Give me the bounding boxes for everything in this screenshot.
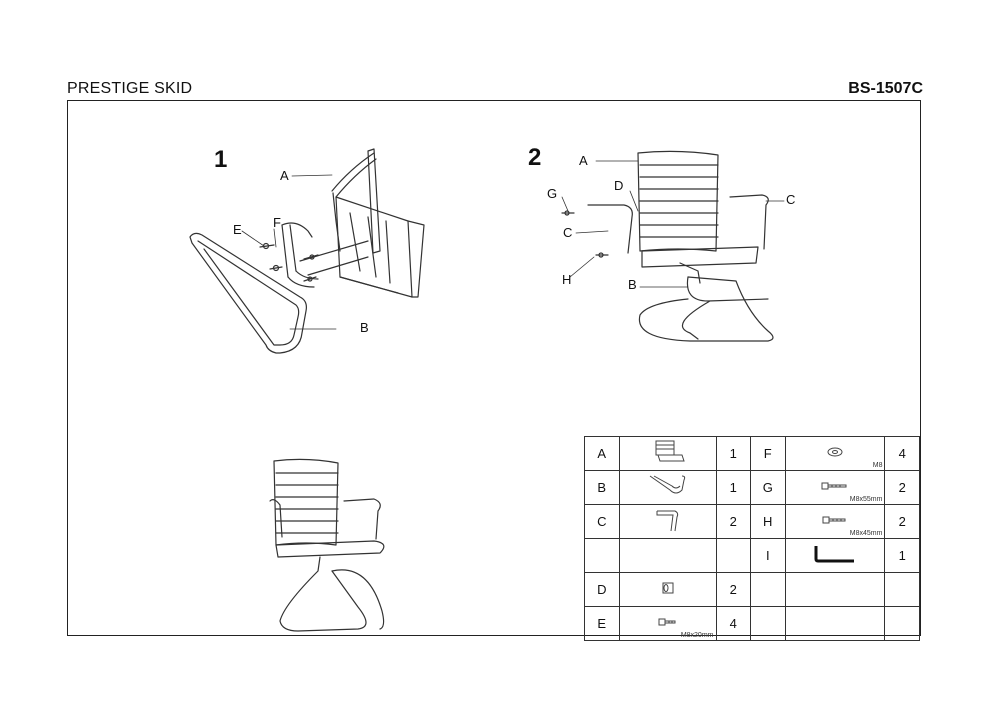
step-2-callout-c-left: C xyxy=(563,225,573,240)
step1-bolts-drawing xyxy=(259,242,319,282)
seat-backrest-icon xyxy=(655,440,685,462)
model-code: BS-1507C xyxy=(848,80,923,97)
part-quantity: 4 xyxy=(715,606,751,641)
part-image xyxy=(784,572,886,607)
step1-seat-assembly-drawing xyxy=(299,148,425,298)
parts-row: C 2 H M8x45mm 2 xyxy=(584,504,920,539)
step-2-callout-c-right: C xyxy=(786,192,796,207)
part-letter: H xyxy=(749,504,786,539)
parts-list-table: A 1 F M8 4 B 1 G M8x55mm 2 xyxy=(584,436,920,641)
part-letter: A xyxy=(584,436,620,471)
part-letter: I xyxy=(749,538,786,573)
step-1-number: 1 xyxy=(214,146,228,173)
part-letter: C xyxy=(584,504,620,539)
step-2-number: 2 xyxy=(528,144,542,171)
part-letter xyxy=(749,606,786,641)
step-2-callout-b: B xyxy=(628,277,637,292)
product-name: PRESTIGE SKID xyxy=(67,80,193,97)
part-letter: G xyxy=(749,470,786,505)
bolt-icon xyxy=(658,618,675,626)
part-quantity xyxy=(884,606,920,641)
step-2-callout-a: A xyxy=(579,153,588,168)
part-letter: F xyxy=(749,436,786,471)
instruction-frame: 1 A B E F 2 A B C C D G H A 1 F M8 4 B 1 xyxy=(67,100,921,641)
part-quantity: 2 xyxy=(715,504,751,539)
parts-row: I 1 xyxy=(584,538,920,573)
washer-icon xyxy=(827,447,843,457)
parts-row: E M8x20mm 4 xyxy=(584,606,920,641)
step1-leader-lines xyxy=(241,174,337,330)
part-image xyxy=(618,538,717,573)
bolt-icon xyxy=(822,516,846,524)
part-image xyxy=(618,572,717,607)
part-quantity: 1 xyxy=(715,436,751,471)
step3-finished-chair-drawing xyxy=(269,458,385,632)
step1-armrest-drawing xyxy=(281,222,319,288)
part-letter xyxy=(749,572,786,607)
part-letter: E xyxy=(584,606,620,641)
part-dimension: M8x20mm xyxy=(680,632,714,639)
part-quantity: 4 xyxy=(884,436,920,471)
part-dimension: M8 xyxy=(872,462,883,469)
parts-row: D 2 xyxy=(584,572,920,607)
step1-sled-base-drawing xyxy=(189,232,307,354)
assembly-drawings xyxy=(189,148,785,632)
part-image: M8 xyxy=(784,436,886,471)
part-image xyxy=(618,436,717,471)
step-2-callout-g: G xyxy=(547,186,558,201)
part-image xyxy=(784,606,886,641)
part-quantity: 2 xyxy=(715,572,751,607)
step-2-callout-h: H xyxy=(562,272,572,287)
part-image xyxy=(618,504,717,539)
part-quantity: 2 xyxy=(884,504,920,539)
parts-row: B 1 G M8x55mm 2 xyxy=(584,470,920,505)
part-image: M8x45mm xyxy=(784,504,886,539)
part-letter xyxy=(584,538,620,573)
parts-row: A 1 F M8 4 xyxy=(584,436,920,471)
part-image: M8x55mm xyxy=(784,470,886,505)
step-1-callout-a: A xyxy=(280,168,289,183)
part-letter: B xyxy=(584,470,620,505)
part-quantity: 1 xyxy=(715,470,751,505)
part-dimension: M8x45mm xyxy=(849,530,883,537)
part-image: M8x20mm xyxy=(618,606,717,641)
part-image xyxy=(618,470,717,505)
part-quantity xyxy=(715,538,751,573)
part-quantity xyxy=(884,572,920,607)
part-dimension: M8x55mm xyxy=(849,496,883,503)
part-quantity: 2 xyxy=(884,470,920,505)
armrest-cap-icon xyxy=(662,582,673,594)
armrest-icon xyxy=(656,510,678,532)
part-letter: D xyxy=(584,572,620,607)
step-2-callout-d: D xyxy=(614,178,624,193)
step-1-callout-f: F xyxy=(273,215,281,230)
step-1-callout-e: E xyxy=(233,222,242,237)
bolt-icon xyxy=(821,482,847,490)
part-quantity: 1 xyxy=(884,538,920,573)
sled-base-frame-icon xyxy=(649,475,685,494)
part-image xyxy=(784,538,886,573)
step-1-callout-b: B xyxy=(360,320,369,335)
step2-chair-drawing xyxy=(587,150,774,342)
allen-key-icon xyxy=(814,546,854,563)
step2-leader-lines xyxy=(561,160,785,288)
step2-bolts-drawing xyxy=(561,210,609,258)
